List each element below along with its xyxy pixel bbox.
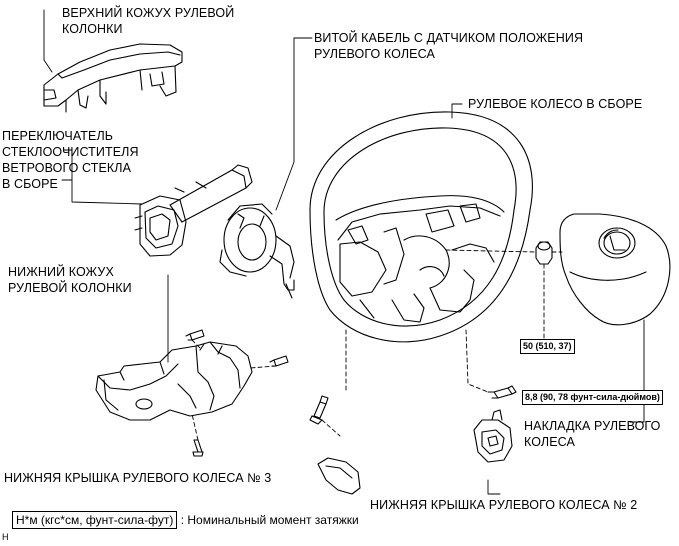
- screws: [185, 329, 517, 457]
- lower-cover-no3: [317, 457, 361, 495]
- label-lower-cover-no3: НИЖНЯЯ КРЫШКА РУЛЕВОГО КОЛЕСА № 3: [4, 470, 271, 486]
- label-line: НИЖНЯЯ КРЫШКА РУЛЕВОГО КОЛЕСА № 2: [370, 498, 638, 512]
- label-line: ВЕРХНИЙ КОЖУХ РУЛЕВОЙ: [62, 6, 235, 20]
- label-lower-cover-no2: НИЖНЯЯ КРЫШКА РУЛЕВОГО КОЛЕСА № 2: [370, 497, 637, 513]
- label-line: РУЛЕВОЙ КОЛОНКИ: [8, 281, 132, 295]
- lower-cover-no2: [473, 409, 513, 463]
- footer-code: H: [2, 532, 9, 542]
- torque-screw: 8,8 (90, 78 фунт-сила-дюймов): [522, 390, 663, 405]
- spiral-cable: [219, 203, 295, 299]
- assembly-lines: [191, 249, 563, 441]
- legend: Н*м (кгс*см, фунт-сила-фут) : Номинальны…: [12, 511, 359, 529]
- label-line: КОЛЕСА: [524, 435, 575, 449]
- lower-column-cover: [95, 341, 253, 421]
- torque-nut: 50 (510, 37): [520, 339, 575, 354]
- label-line: КОЛОНКИ: [62, 22, 123, 36]
- label-line: НАКЛАДКА РУЛЕВОГО: [524, 419, 661, 433]
- label-line: НИЖНЯЯ КРЫШКА РУЛЕВОГО КОЛЕСА № 3: [4, 471, 272, 485]
- label-line: ПЕРЕКЛЮЧАТЕЛЬ: [2, 129, 114, 143]
- label-line: ВЕТРОВОГО СТЕКЛА: [2, 161, 132, 175]
- label-line: ВИТОЙ КАБЕЛЬ С ДАТЧИКОМ ПОЛОЖЕНИЯ: [314, 31, 584, 45]
- steering-pad: [559, 213, 671, 326]
- label-upper-column-cover: ВЕРХНИЙ КОЖУХ РУЛЕВОЙ КОЛОНКИ: [62, 5, 234, 37]
- wiper-switch-assembly: [134, 164, 253, 257]
- legend-unit-box: Н*м (кгс*см, фунт-сила-фут): [12, 511, 178, 529]
- label-wiper-switch: ПЕРЕКЛЮЧАТЕЛЬ СТЕКЛООЧИСТИТЕЛЯ ВЕТРОВОГО…: [2, 128, 139, 192]
- label-line: РУЛЕВОГО КОЛЕСА: [314, 47, 435, 61]
- nut: [535, 241, 553, 265]
- label-steering-pad: НАКЛАДКА РУЛЕВОГО КОЛЕСА: [524, 418, 660, 450]
- leader-lines: [43, 9, 645, 495]
- label-lower-column-cover: НИЖНИЙ КОЖУХ РУЛЕВОЙ КОЛОНКИ: [8, 264, 132, 296]
- label-steering-wheel: РУЛЕВОЕ КОЛЕСО В СБОРЕ: [468, 96, 642, 112]
- label-line: РУЛЕВОЕ КОЛЕСО В СБОРЕ: [468, 97, 643, 111]
- label-spiral-cable: ВИТОЙ КАБЕЛЬ С ДАТЧИКОМ ПОЛОЖЕНИЯ РУЛЕВО…: [314, 30, 583, 62]
- upper-column-cover: [43, 43, 183, 113]
- label-line: НИЖНИЙ КОЖУХ: [8, 265, 114, 279]
- label-line: В СБОРЕ: [2, 177, 58, 191]
- legend-text: : Номинальный момент затяжки: [180, 513, 359, 527]
- steering-wheel-assembly: [309, 111, 533, 343]
- label-line: СТЕКЛООЧИСТИТЕЛЯ: [2, 145, 139, 159]
